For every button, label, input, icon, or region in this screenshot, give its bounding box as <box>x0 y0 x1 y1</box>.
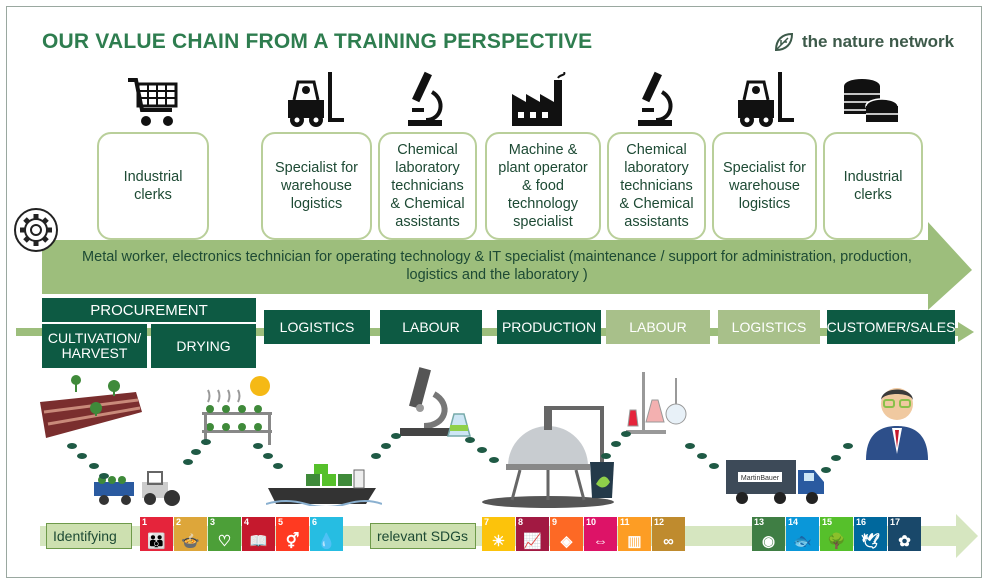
role-machine-plant-operator: Machine & plant operator & food technolo… <box>485 132 601 240</box>
sdg-3-icon: 3♡ <box>208 517 241 551</box>
sdg-number: 2 <box>176 517 182 527</box>
factory-icon <box>512 72 566 126</box>
sdg-glyph: ◉ <box>761 533 776 550</box>
cargo-ship-illustration <box>266 464 382 506</box>
lab-microscope-illustration <box>400 367 471 437</box>
sdg-number: 7 <box>484 517 490 527</box>
role-warehouse-logistics: Specialist for warehouse logistics <box>261 132 372 240</box>
sdg-number: 16 <box>856 517 867 527</box>
stage-production: PRODUCTION <box>497 310 601 344</box>
sdg-number: 10 <box>586 517 597 527</box>
sdg-glyph: 👪 <box>147 533 166 550</box>
sdg-label-relevant: relevant SDGs <box>370 523 476 549</box>
sdg-glyph: 🐟 <box>793 533 812 550</box>
page-title: OUR VALUE CHAIN FROM A TRAINING PERSPECT… <box>42 30 593 53</box>
brand-name: the nature network <box>802 32 955 51</box>
sdg-glyph: ⇔ <box>593 533 608 550</box>
sdg-number: 12 <box>654 517 665 527</box>
drying-rack-illustration <box>202 376 272 445</box>
stage-labour: LABOUR <box>606 310 710 344</box>
sdg-2-icon: 2🍲 <box>174 517 207 551</box>
sdg-number: 13 <box>754 517 765 527</box>
delivery-truck-illustration: MartinBauer <box>726 460 824 504</box>
sdg-glyph: ∞ <box>663 533 674 550</box>
sdg-number: 6 <box>312 517 318 527</box>
sdg-number: 8 <box>518 517 524 527</box>
stage-logistics: LOGISTICS <box>718 310 820 344</box>
sdg-glyph: ⚥ <box>285 533 300 550</box>
sdg-1-icon: 1👪 <box>140 517 173 551</box>
sdg-14-icon: 14 🐟 <box>786 517 819 551</box>
gear-icon <box>14 208 58 252</box>
stage-timeline-arrow <box>16 322 974 342</box>
brand-logo: the nature network <box>772 30 954 54</box>
forklift-icon <box>738 72 794 127</box>
sdg-13-icon: 13 ◉ <box>752 517 785 551</box>
stage-procurement: PROCUREMENT <box>42 298 256 322</box>
sdg-number: 15 <box>822 517 833 527</box>
support-roles-text: Metal worker, electronics technician for… <box>82 249 912 283</box>
lab-glassware-illustration <box>626 372 687 434</box>
stage-customer-sales: CUSTOMER/SALES <box>827 310 955 344</box>
sdg-17-icon: 17 ✿ <box>888 517 921 551</box>
sdg-glyph: 🍲 <box>181 533 200 550</box>
shopping-cart-icon <box>128 78 178 126</box>
sdg-6-icon: 6💧 <box>310 517 343 551</box>
sdg-5-icon: 5⚥ <box>276 517 309 551</box>
stage-cultivation-harvest: CULTIVATION/ HARVEST <box>42 324 147 368</box>
microscope-icon <box>638 71 673 126</box>
sdg-number: 1 <box>142 517 148 527</box>
sdg-9-icon: 9◈ <box>550 517 583 551</box>
stage-drying: DRYING <box>151 324 256 368</box>
support-roles-arrow <box>42 222 972 310</box>
sdg-number: 11 <box>620 517 630 527</box>
sdg-4-icon: 4📖 <box>242 517 275 551</box>
stage-logistics: LOGISTICS <box>264 310 370 344</box>
role-chemical-lab: Chemical laboratory technicians & Chemic… <box>607 132 706 240</box>
sdg-glyph: 📖 <box>249 533 268 550</box>
sdg-11-icon: 11 ▥ <box>618 517 651 551</box>
sdg-number: 14 <box>788 517 799 527</box>
sdg-16-icon: 16 🕊 <box>854 517 887 551</box>
sdg-glyph: 📈 <box>523 533 542 550</box>
sdg-10-icon: 10 ⇔ <box>584 517 617 551</box>
field-illustration <box>40 375 142 438</box>
sdg-glyph: ☀ <box>491 533 506 550</box>
sdg-number: 17 <box>890 517 901 527</box>
stage-labour: LABOUR <box>380 310 482 344</box>
role-warehouse-logistics: Specialist for warehouse logistics <box>712 132 817 240</box>
sdg-number: 9 <box>552 517 558 527</box>
production-reactor-illustration <box>482 406 614 508</box>
truck-brand-label: MartinBauer <box>741 475 780 482</box>
coins-icon <box>844 79 899 122</box>
sdg-glyph: 💧 <box>317 533 336 550</box>
sdg-label-identifying: Identifying <box>46 523 132 549</box>
role-chemical-lab: Chemical laboratory technicians & Chemic… <box>378 132 477 240</box>
slide-frame <box>6 6 982 578</box>
sdg-8-icon: 8📈 <box>516 517 549 551</box>
sdg-number: 3 <box>210 517 216 527</box>
sdg-number: 5 <box>278 517 284 527</box>
sdg-glyph: 🕊 <box>860 533 881 550</box>
sdg-number: 4 <box>244 517 250 527</box>
sdg-glyph: ▥ <box>627 533 642 550</box>
leaf-logo-icon <box>774 32 794 52</box>
sdg-glyph: ♡ <box>217 533 232 550</box>
sdg-glyph: ✿ <box>898 533 911 550</box>
role-industrial-clerks: Industrial clerks <box>97 132 209 240</box>
microscope-icon <box>408 71 443 126</box>
role-industrial-clerks: Industrial clerks <box>823 132 923 240</box>
sdg-7-icon: 7☀ <box>482 517 515 551</box>
sdg-glyph: ◈ <box>560 533 573 550</box>
forklift-icon <box>288 72 344 127</box>
customer-avatar <box>866 388 928 460</box>
sdg-glyph: 🌳 <box>827 533 846 550</box>
sdg-12-icon: 12 ∞ <box>652 517 685 551</box>
tractor-illustration <box>94 471 180 506</box>
sdg-15-icon: 15 🌳 <box>820 517 853 551</box>
